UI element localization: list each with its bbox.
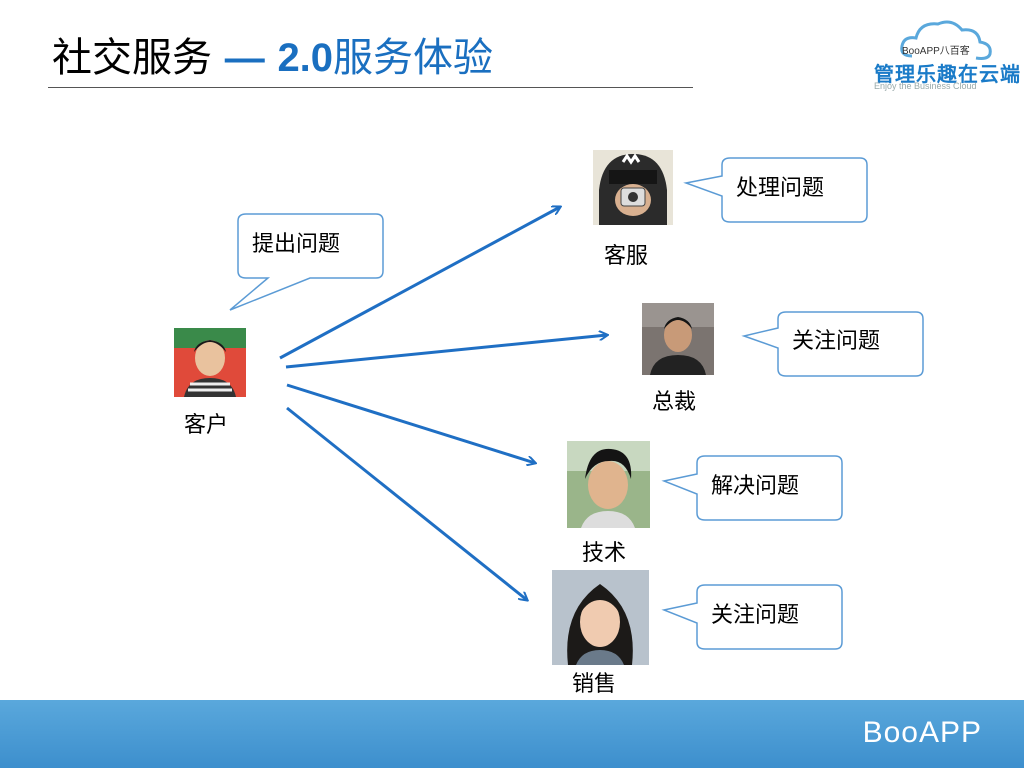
footer-brand: BooAPP <box>862 716 982 749</box>
customer-bubble-text: 提出问题 <box>252 232 341 257</box>
brand-logo: BooAPP八百客 管理乐趣在云端 Enjoy the Business Clo… <box>872 12 1020 94</box>
tech-label: 技术 <box>582 541 627 566</box>
customer-bubble <box>229 213 384 311</box>
title-version: 2.0 <box>277 36 334 80</box>
tech-bubble-text: 解决问题 <box>711 474 800 499</box>
sales-bubble <box>661 584 843 650</box>
president-bubble-text: 关注问题 <box>792 329 881 354</box>
tech-avatar <box>567 441 650 528</box>
president-bubble <box>741 311 924 377</box>
logo-top-text: BooAPP八百客 <box>902 46 970 57</box>
logo-slogan: 管理乐趣在云端 <box>874 62 1021 86</box>
service-avatar <box>593 150 673 225</box>
service-bubble <box>683 157 868 223</box>
arrow-to-sales <box>286 406 527 600</box>
arrow-to-tech <box>286 383 535 463</box>
arrow-to-service <box>279 207 560 360</box>
president-avatar <box>642 303 714 375</box>
service-bubble-text: 处理问题 <box>736 176 825 201</box>
title-underline <box>48 87 693 88</box>
arrow-to-president <box>285 335 607 369</box>
sales-bubble-text: 关注问题 <box>711 603 800 628</box>
footer-bar: BooAPP <box>0 700 1024 768</box>
slide-title: 社交服务 — 2.0服务体验 <box>52 30 493 86</box>
cloud-icon <box>900 20 992 60</box>
customer-label: 客户 <box>184 413 229 438</box>
tech-bubble <box>661 455 843 521</box>
title-separator: — <box>224 36 265 80</box>
sales-label: 销售 <box>572 672 617 697</box>
customer-avatar <box>174 328 246 397</box>
president-label: 总裁 <box>652 390 697 415</box>
title-main: 社交服务 <box>52 35 212 81</box>
logo-tagline: Enjoy the Business Cloud <box>874 81 977 91</box>
service-label: 客服 <box>604 244 649 269</box>
title-subtitle: 服务体验 <box>333 35 494 81</box>
sales-avatar <box>552 570 649 665</box>
